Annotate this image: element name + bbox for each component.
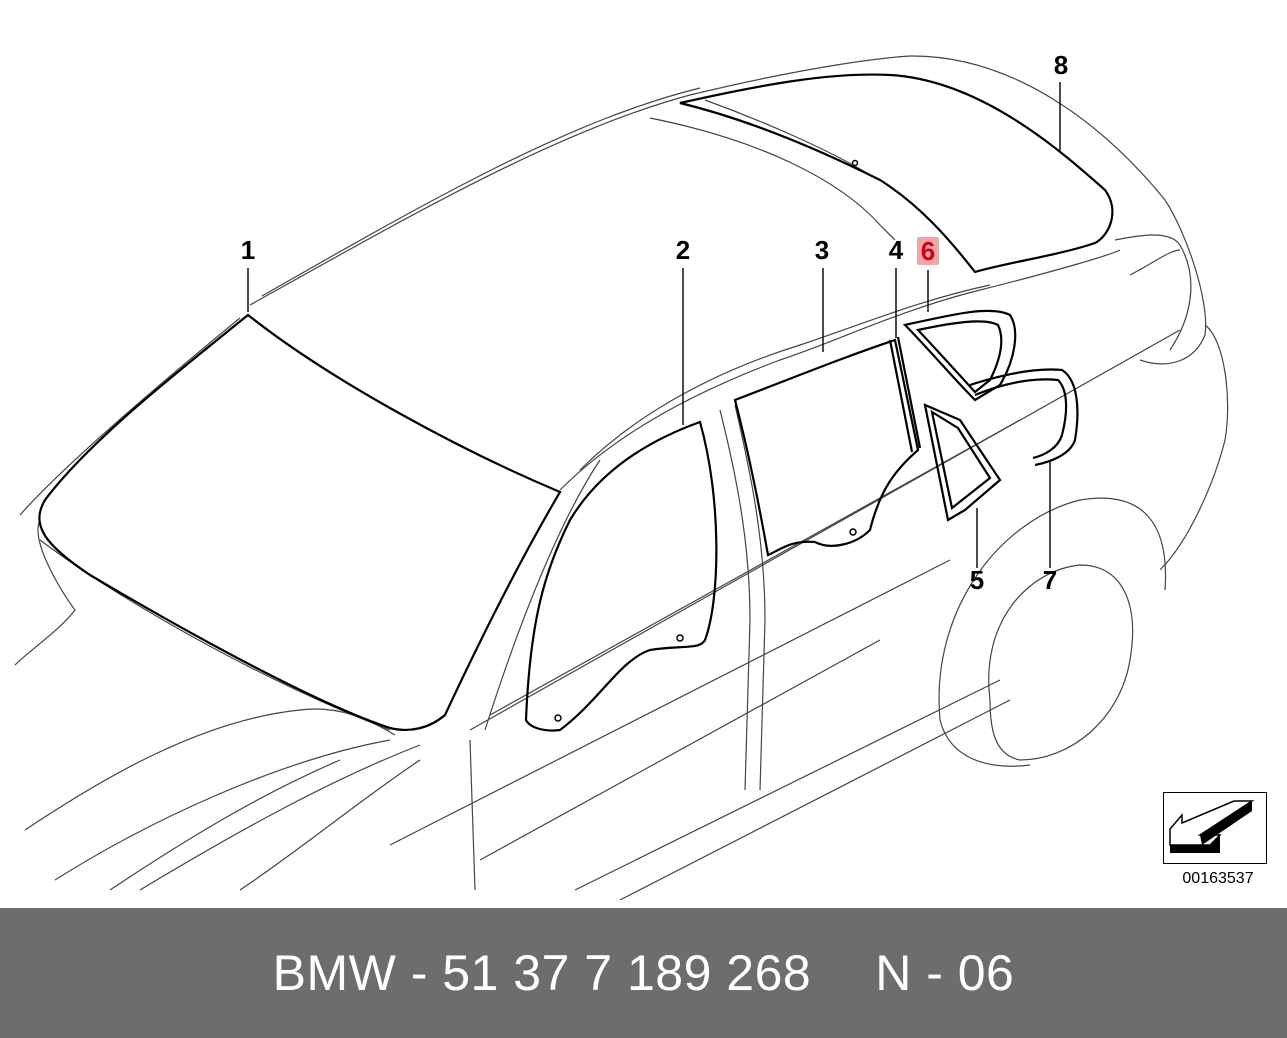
callout-5[interactable]: 5 (969, 565, 985, 595)
position-ref-label: N - 06 (875, 945, 1015, 1001)
seal-strip (969, 368, 1079, 467)
diagram-code-label: 00163537 (1182, 870, 1254, 887)
windscreen-outline (38, 313, 562, 732)
quarter-glass (923, 403, 1002, 522)
callout-3[interactable]: 3 (814, 235, 830, 265)
window-channel (888, 336, 922, 453)
part-number-label: BMW - 51 37 7 189 268 (272, 945, 812, 1001)
rear-window (679, 73, 1114, 274)
clip-holes (554, 159, 859, 722)
leader-lines (247, 82, 1061, 568)
rear-door-glass (733, 338, 920, 557)
callout-4[interactable]: 4 (888, 235, 904, 265)
glazing-parts (38, 73, 1114, 732)
fixed-side-glass-seal (902, 309, 1017, 402)
front-door-glass (524, 420, 718, 732)
callout-1[interactable]: 1 (240, 235, 256, 265)
direction-arrow-icon (1169, 800, 1255, 853)
car-glazing-diagram (14, 55, 1229, 901)
callout-2[interactable]: 2 (675, 235, 691, 265)
car-body-outline (14, 55, 1229, 901)
orientation-arrow-box (1163, 792, 1267, 864)
callout-8[interactable]: 8 (1053, 50, 1069, 80)
callout-7[interactable]: 7 (1042, 565, 1058, 595)
callout-6-highlighted[interactable]: 6 (917, 237, 939, 265)
part-number-footer: BMW - 51 37 7 189 268 N - 06 (0, 908, 1287, 1038)
